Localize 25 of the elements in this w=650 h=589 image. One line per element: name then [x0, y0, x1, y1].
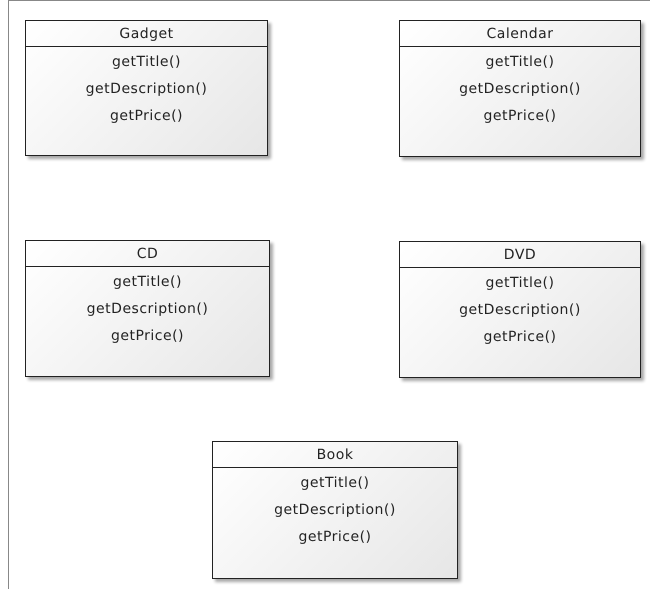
method-name: getTitle() [486, 274, 554, 293]
class-box [212, 441, 458, 579]
class-box [25, 20, 268, 156]
method-name: getTitle() [300, 474, 370, 493]
method-name: getDescription() [86, 300, 208, 319]
method-name: getPrice() [483, 107, 557, 126]
class-box [399, 241, 641, 378]
method-name: getDescription() [459, 301, 581, 320]
method-name: getDescription() [459, 80, 581, 99]
method-name: getTitle() [486, 53, 554, 72]
method-name: getTitle() [113, 273, 182, 292]
method-name: getTitle() [112, 53, 181, 72]
method-name: getPrice() [110, 107, 184, 126]
class-box [399, 20, 641, 157]
method-name: getDescription() [274, 501, 396, 520]
method-name: getPrice() [110, 327, 184, 346]
class-box [25, 240, 270, 377]
class-name: Book [316, 446, 354, 462]
method-name: getPrice() [483, 328, 557, 347]
class-name: DVD [504, 246, 536, 262]
class-name: Gadget [119, 26, 174, 42]
class-name: Calendar [486, 26, 554, 42]
method-name: getDescription() [86, 80, 208, 99]
method-name: getPrice() [298, 528, 372, 547]
class-name: CD [136, 246, 158, 262]
